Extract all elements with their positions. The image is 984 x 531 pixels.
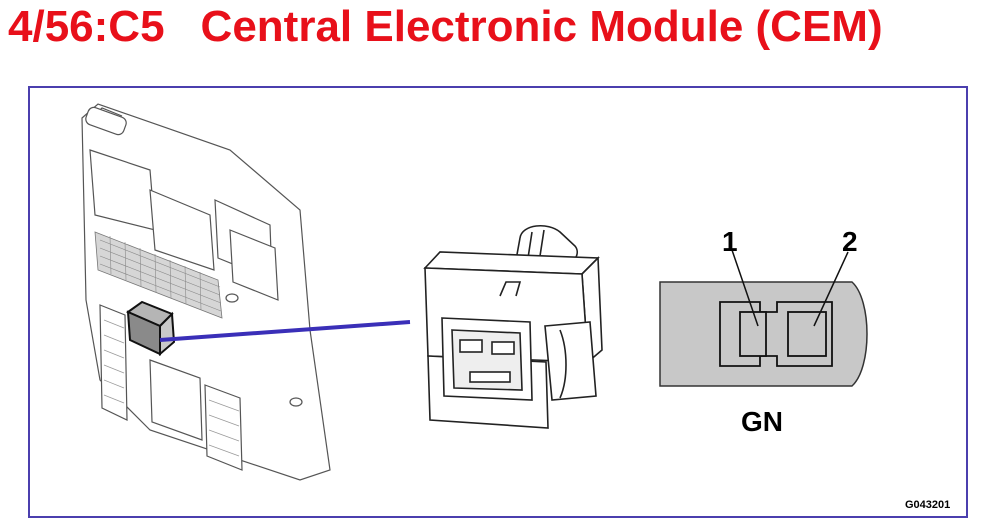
- pin-2-cavity: [787, 311, 827, 357]
- figure-id: G043201: [905, 499, 951, 511]
- pin-1-cavity: [739, 311, 767, 357]
- pointer-line: [159, 320, 411, 342]
- page-title: 4/56:C5 Central Electronic Module (CEM): [8, 2, 883, 52]
- diagram-frame: [28, 86, 968, 518]
- pin-field: [94, 231, 223, 319]
- connector-drawing: [423, 225, 603, 429]
- component-name: Central Electronic Module (CEM): [200, 2, 883, 51]
- component-code: 4/56:C5: [8, 2, 165, 51]
- connector-face-view: [659, 249, 868, 387]
- pin-label-1: 1: [722, 226, 738, 257]
- pin-label-2: 2: [842, 226, 858, 257]
- cem-module-drawing: [81, 103, 331, 481]
- connector-color-code: GN: [741, 406, 783, 437]
- c5-socket-highlight: [125, 300, 176, 357]
